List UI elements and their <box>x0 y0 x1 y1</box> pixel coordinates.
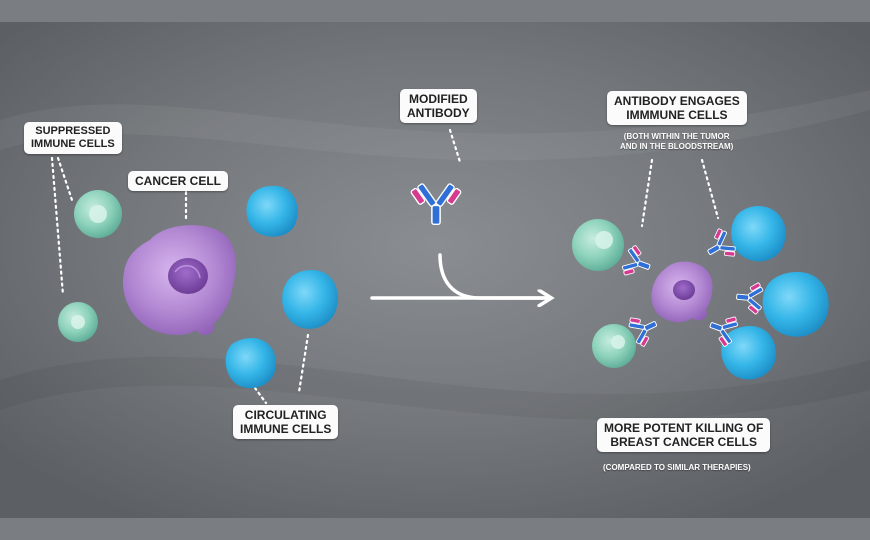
note-potent: (COMPARED TO SIMILAR THERAPIES) <box>603 463 751 472</box>
suppressed-immune-cell <box>572 219 624 271</box>
suppressed-immune-cell <box>74 190 122 238</box>
circulating-immune-cell <box>246 185 298 237</box>
circulating-immune-cell <box>721 326 776 380</box>
circulating-immune-cell <box>282 270 338 329</box>
label-cancer-cell: CANCER CELL <box>128 171 228 192</box>
cancer-cell <box>122 225 236 336</box>
leader-line-modified <box>448 128 462 164</box>
circulating-immune-cell <box>225 338 276 389</box>
suppressed-immune-cell <box>592 324 636 368</box>
circulating-immune-cell <box>731 206 786 262</box>
leader-lines-right <box>640 158 720 228</box>
suppressed-immune-cell <box>58 302 98 342</box>
circulating-immune-cell <box>762 272 829 337</box>
leader-lines-left <box>50 156 310 405</box>
cancer-cell <box>651 261 713 323</box>
